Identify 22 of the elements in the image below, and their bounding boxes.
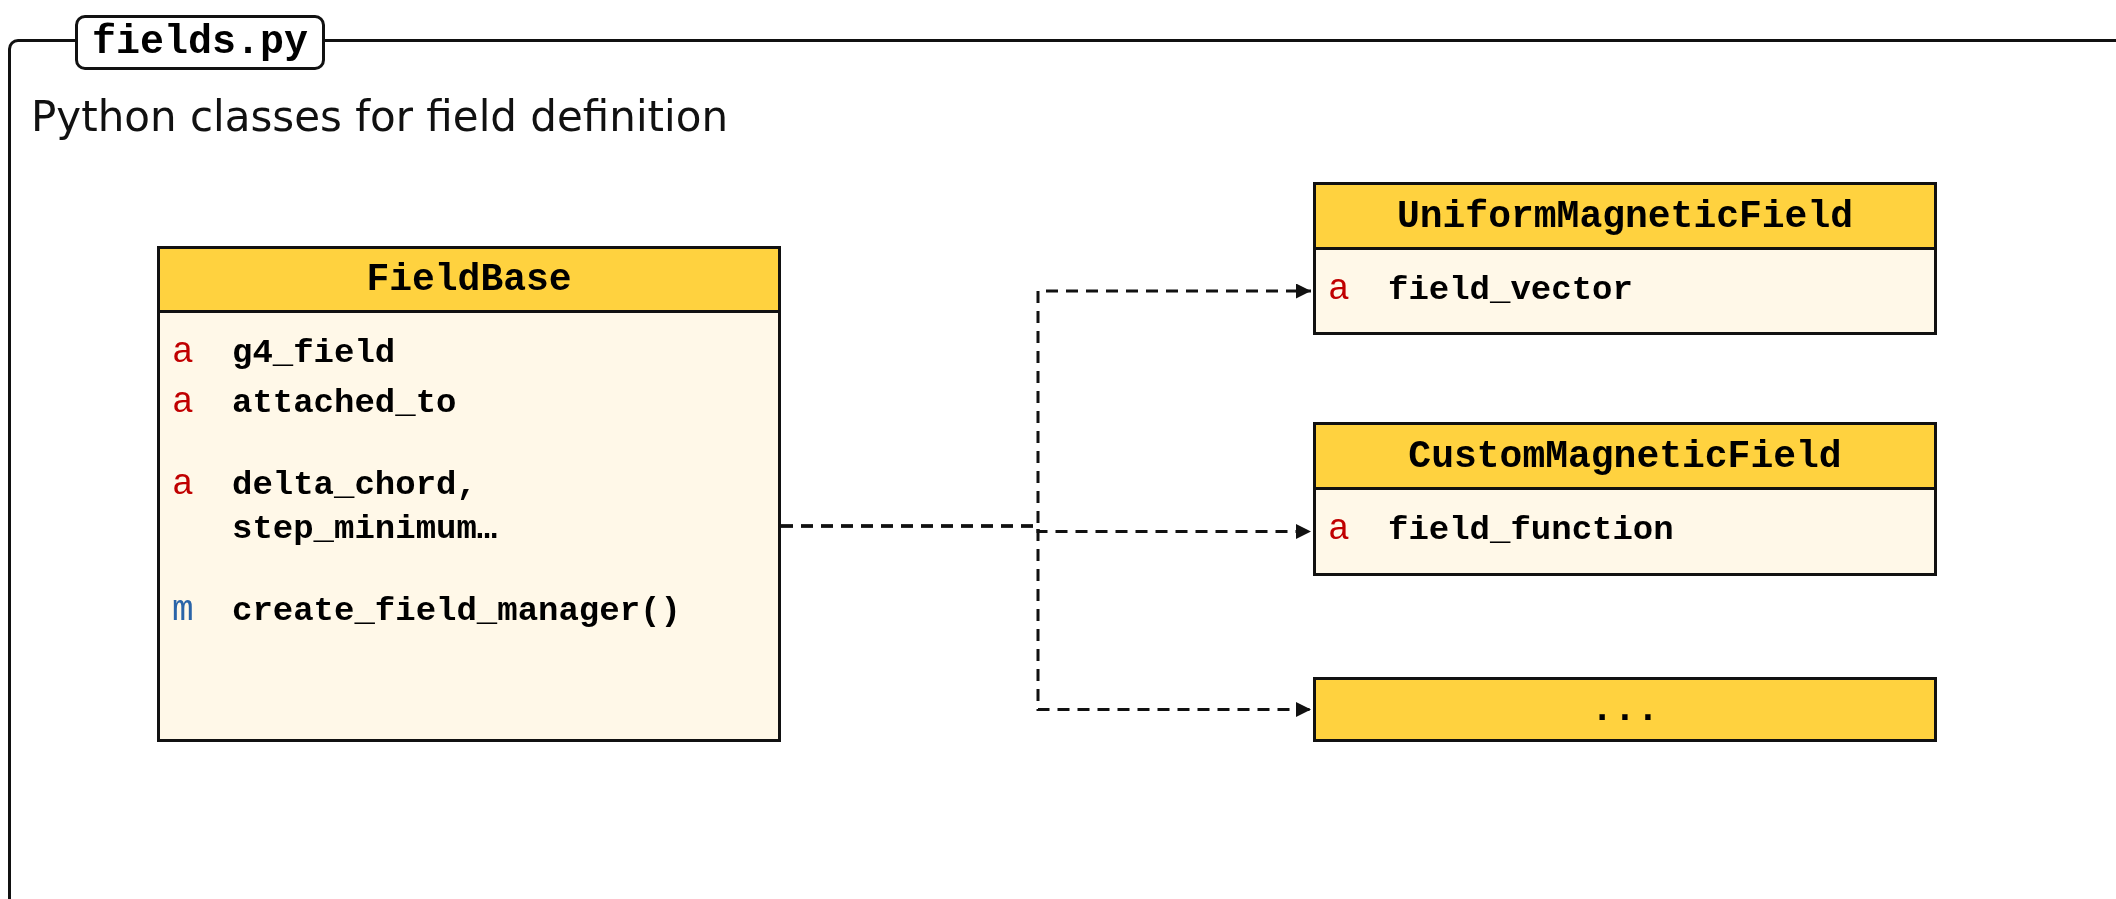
member-kind-marker: a [172,381,195,425]
class-header: UniformMagneticField [1316,185,1934,250]
class-header: CustomMagneticField [1316,425,1934,490]
member-kind-marker: a [172,463,195,507]
member-name: attached_to [232,383,457,424]
member-name: field_vector [1388,270,1633,311]
dashed-arrow [781,524,1311,717]
member-name: g4_field [232,333,396,374]
class-header: FieldBase [160,249,778,313]
class-box [1313,182,1937,335]
file-name-tab: fields.py [75,15,326,70]
class-header: ... [1316,680,1934,739]
class-box [157,246,781,742]
member-kind-marker: a [1328,268,1351,312]
member-kind-marker: m [172,589,195,633]
member-name: field_function [1388,510,1674,551]
member-kind-marker: a [1328,508,1351,552]
member-name: create_field_manager() [232,591,681,632]
member-kind-marker: a [172,331,195,375]
class-box [1313,422,1937,576]
subtitle: Python classes for field definition [31,92,729,141]
member-name: delta_chord, step_minimum… [232,465,499,550]
